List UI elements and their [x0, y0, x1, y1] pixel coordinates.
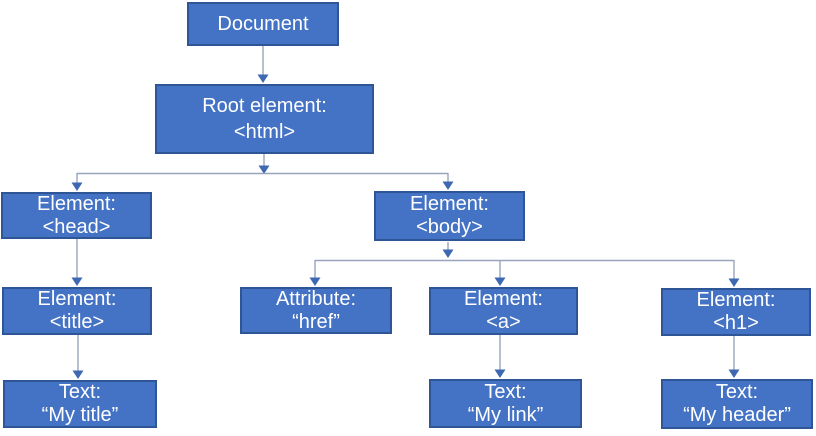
node-root-line2: <html> — [233, 121, 296, 143]
node-href-line1: Attribute: — [275, 287, 357, 310]
arrow-branch-to-a — [494, 260, 506, 286]
node-element-h1: Element: <h1> — [661, 288, 811, 336]
node-document-label: Document — [217, 12, 309, 35]
node-element-head: Element: <head> — [1, 192, 152, 239]
arrow-branch-to-body — [442, 173, 454, 190]
node-title-line1: Element: — [37, 288, 117, 310]
node-text-link-line1: Text: — [484, 380, 527, 403]
node-root-element: Root element: <html> — [155, 84, 374, 154]
node-head-line1: Element: — [37, 192, 116, 215]
node-element-a: Element: <a> — [429, 287, 578, 335]
node-title-line2: <title> — [49, 311, 105, 333]
arrow-a-to-text — [494, 335, 506, 378]
node-text-title-line2: “My title” — [41, 404, 119, 426]
node-text-my-title: Text: “My title” — [3, 380, 157, 428]
arrow-root-to-branch — [77, 154, 448, 175]
arrow-branch-to-head — [71, 173, 83, 191]
node-body-line2: <body> — [416, 216, 483, 238]
node-text-my-header: Text: “My header” — [661, 379, 813, 429]
node-h1-line1: Element: — [696, 289, 776, 311]
arrow-body-to-branch — [315, 242, 734, 262]
node-head-line2: <head> — [42, 215, 111, 238]
node-href-line2: “href” — [292, 310, 340, 333]
node-h1-line2: <h1> — [713, 312, 759, 334]
node-element-title: Element: <title> — [2, 287, 152, 335]
node-text-header-line1: Text: — [715, 381, 759, 403]
node-text-title-line1: Text: — [58, 381, 102, 403]
arrow-head-to-title — [71, 239, 83, 286]
node-text-link-line2: “My link” — [467, 403, 544, 426]
node-text-my-link: Text: “My link” — [429, 379, 582, 428]
node-attribute-href: Attribute: “href” — [240, 287, 392, 334]
node-root-line1: Root element: — [202, 95, 327, 117]
node-element-body: Element: <body> — [374, 191, 525, 241]
node-a-line1: Element: — [464, 288, 543, 310]
arrow-title-to-text — [72, 335, 84, 379]
arrow-branch-to-attribute — [309, 260, 321, 286]
node-document: Document — [187, 2, 339, 46]
node-a-line2: <a> — [486, 311, 521, 333]
node-body-line1: Element: — [410, 193, 489, 215]
node-text-header-line2: “My header” — [683, 404, 791, 426]
arrow-h1-to-text — [728, 336, 740, 378]
arrow-branch-to-h1 — [728, 260, 740, 287]
arrow-document-to-root — [257, 46, 269, 83]
